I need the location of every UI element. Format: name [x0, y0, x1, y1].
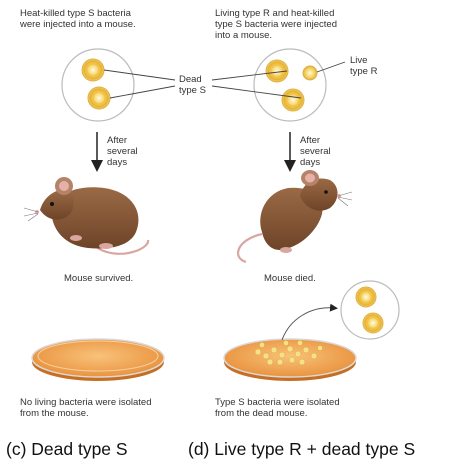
right-after-text: After several days [300, 135, 331, 168]
right-outcome-text: Mouse died. [264, 273, 316, 284]
live-type-r-line: type R [350, 66, 378, 77]
right-intro-text: Living type R and heat-killed type S bac… [215, 8, 337, 41]
dead-type-s-pointers [103, 69, 302, 99]
petri-dish-icon [223, 338, 357, 381]
left-after-line: After [107, 135, 128, 146]
bacteria-icon [81, 58, 105, 82]
zoom-circle [340, 280, 400, 340]
right-result-line: from the dead mouse. [215, 408, 308, 419]
left-result-line: from the mouse. [20, 408, 89, 419]
right-caption: (d) Live type R + dead type S [188, 439, 416, 459]
right-intro-line: into a mouse. [215, 30, 273, 41]
live-type-r-pointer [316, 61, 346, 73]
bacteria-icon [362, 312, 384, 334]
right-intro-line: type S bacteria were injected [215, 19, 337, 30]
right-after-line: After [300, 135, 321, 146]
right-result-line: Type S bacteria were isolated [215, 397, 340, 408]
bacteria-icon [302, 65, 318, 81]
left-intro-line: were injected into a mouse. [20, 19, 136, 30]
live-type-r-line: Live [350, 55, 368, 66]
left-outcome-text: Mouse survived. [64, 273, 134, 284]
zoom-arrow [281, 303, 338, 341]
right-injection-circle [253, 48, 327, 122]
left-after-line: several [107, 146, 138, 157]
right-after-line: several [300, 146, 331, 157]
live-type-r-label: Live type R [350, 55, 377, 77]
bacteria-icon [265, 59, 289, 83]
left-injection-circle [61, 48, 135, 122]
mouse-icon [23, 177, 150, 255]
right-after-line: days [300, 157, 321, 168]
petri-dish-icon [31, 338, 165, 381]
left-after-text: After several days [107, 135, 138, 168]
left-intro-line: Heat-killed type S bacteria [20, 8, 131, 19]
bacteria-icon [281, 88, 305, 112]
left-result-text: No living bacteria were isolated from th… [20, 397, 151, 419]
left-after-line: days [107, 157, 128, 168]
bacteria-icon [355, 286, 377, 308]
bacteria-icon [87, 86, 111, 110]
left-intro-text: Heat-killed type S bacteria were injecte… [20, 8, 136, 30]
dead-type-s-line: type S [179, 85, 206, 96]
bacterial-colonies [254, 340, 323, 366]
right-intro-line: Living type R and heat-killed [215, 8, 335, 19]
mouse-icon [236, 170, 353, 264]
dead-type-s-line: Dead [179, 74, 202, 85]
left-caption: (c) Dead type S [6, 439, 128, 459]
right-result-text: Type S bacteria were isolated from the d… [215, 397, 340, 419]
dead-type-s-label: Dead type S [179, 74, 206, 96]
left-result-line: No living bacteria were isolated [20, 397, 152, 408]
